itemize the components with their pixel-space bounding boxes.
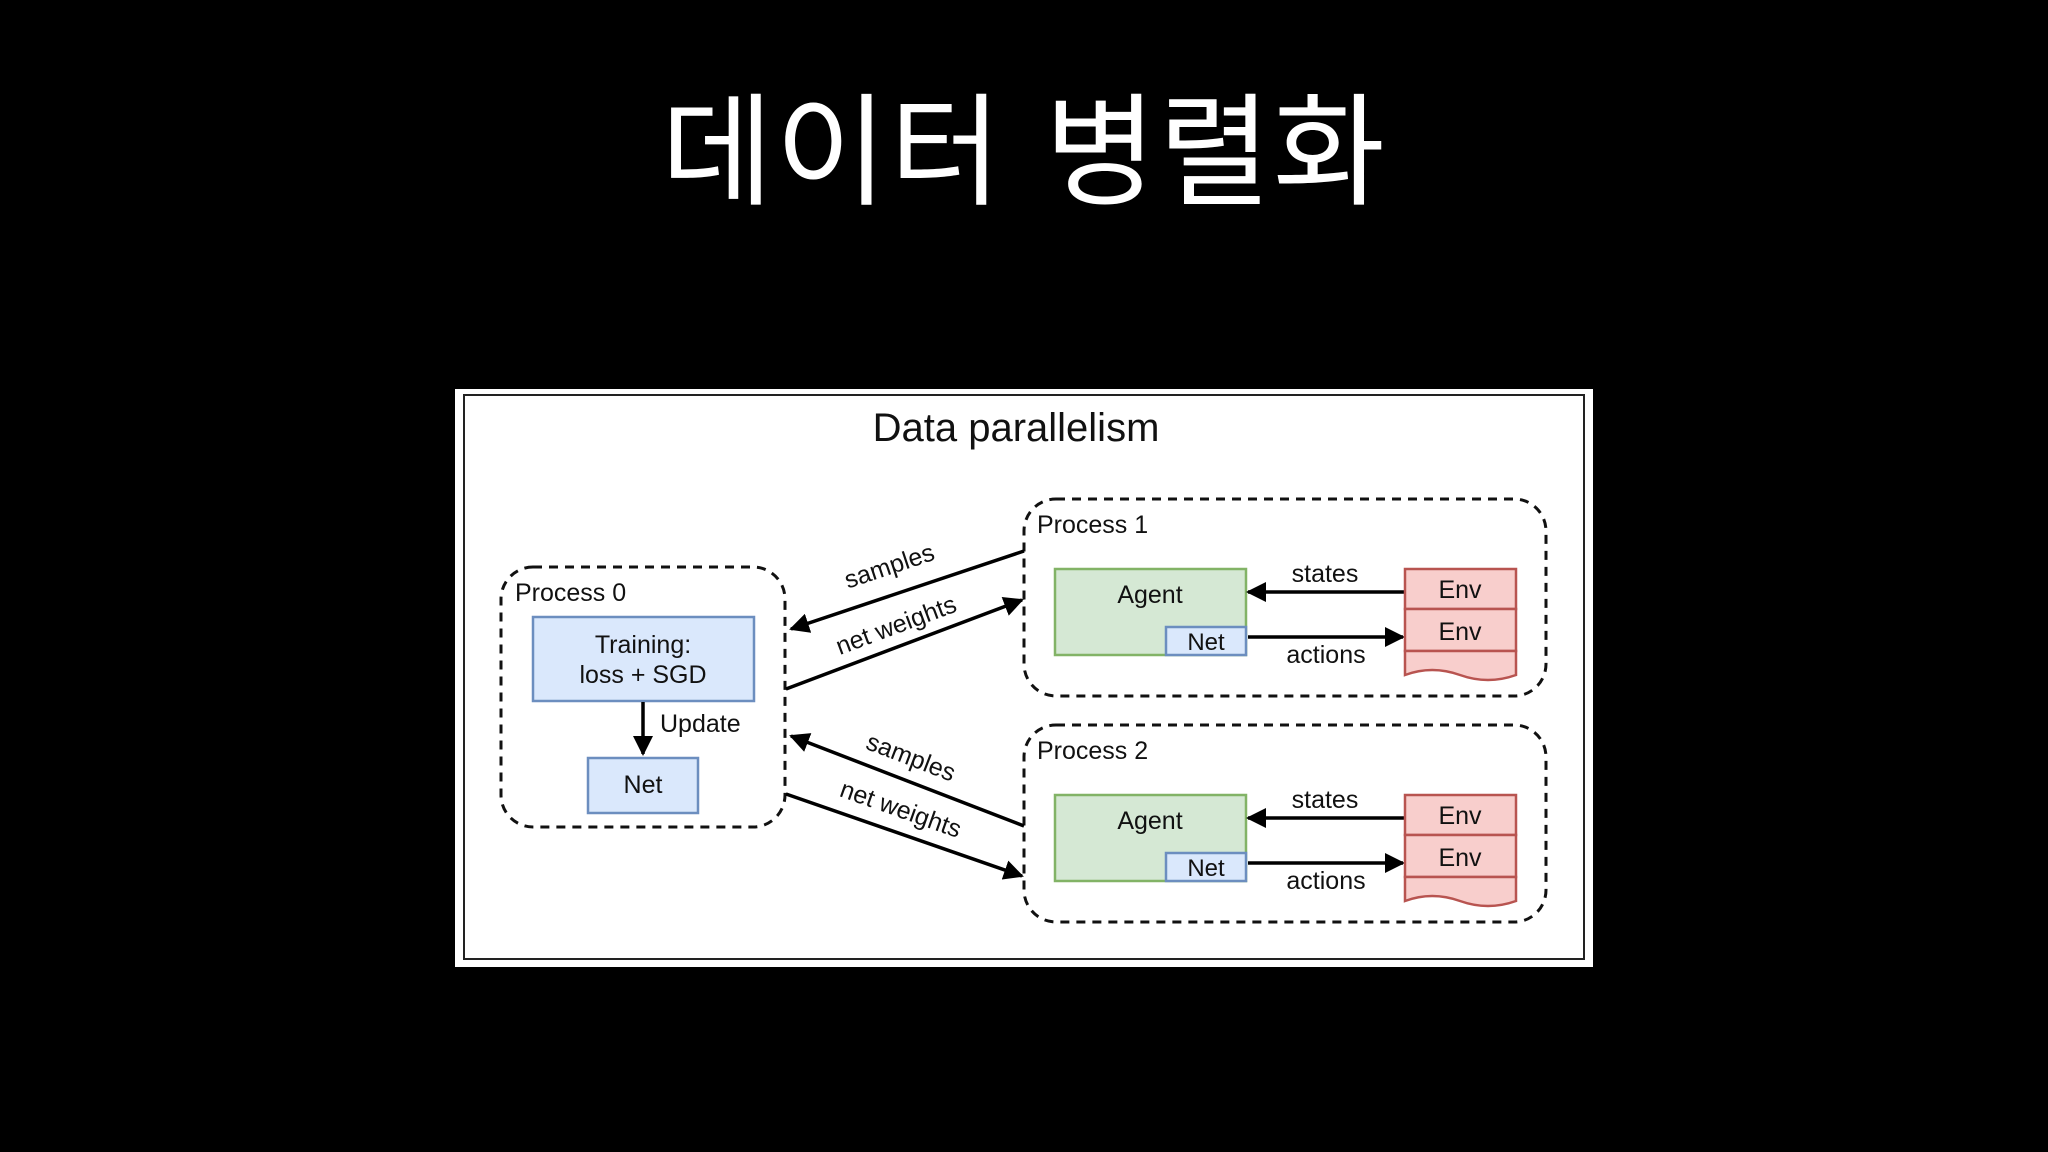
process2-states-label: states — [1292, 786, 1359, 814]
figure-frame — [463, 394, 1585, 960]
process1-container — [1022, 497, 1548, 698]
training-box — [531, 615, 756, 703]
training-label-line1: Training: — [595, 631, 691, 659]
process2-actions-label: actions — [1286, 867, 1365, 895]
process1-net-weights-arrow — [785, 596, 1024, 691]
process0-net-label: Net — [624, 771, 663, 799]
process2-env-box-2 — [1403, 833, 1518, 879]
slide-title: 데이터 병렬화 — [660, 82, 1388, 224]
process1-agent-label: Agent — [1117, 581, 1182, 609]
process1-env-stack-tail — [1403, 649, 1518, 682]
diagram-title: Data parallelism — [873, 406, 1160, 450]
process2-net-weights-arrow — [785, 792, 1024, 880]
process1-env-label-1: Env — [1438, 576, 1482, 604]
process1-env-box-1 — [1403, 567, 1518, 611]
process2-env-label-1: Env — [1438, 802, 1482, 830]
update-label: Update — [660, 710, 741, 738]
process2-container — [1022, 723, 1548, 924]
process1-samples-arrow — [789, 549, 1025, 633]
process0-net-box — [586, 756, 700, 815]
process0-container — [499, 565, 787, 829]
process1-env-label-2: Env — [1438, 618, 1482, 646]
process1-net-label: Net — [1187, 629, 1225, 656]
process1-env-box-2 — [1403, 607, 1518, 653]
process1-states-label: states — [1292, 560, 1359, 588]
process2-net-label: Net — [1187, 855, 1225, 882]
process2-env-stack-tail — [1403, 875, 1518, 908]
process2-env-label-2: Env — [1438, 844, 1482, 872]
process2-env-box-1 — [1403, 793, 1518, 837]
data-parallelism-diagram: Data parallelism Process 0 Training: los… — [455, 389, 1593, 967]
process1-actions-label: actions — [1286, 641, 1365, 669]
training-label-line2: loss + SGD — [579, 661, 706, 689]
process2-label: Process 2 — [1037, 737, 1148, 765]
process1-net-weights-label: net weights — [832, 590, 960, 661]
process0-label: Process 0 — [515, 579, 626, 607]
process1-label: Process 1 — [1037, 511, 1148, 539]
process1-net-box — [1164, 625, 1248, 657]
process2-samples-arrow — [789, 733, 1025, 828]
process2-agent-label: Agent — [1117, 807, 1182, 835]
process2-samples-label: samples — [862, 728, 959, 788]
process2-net-box — [1164, 851, 1248, 883]
